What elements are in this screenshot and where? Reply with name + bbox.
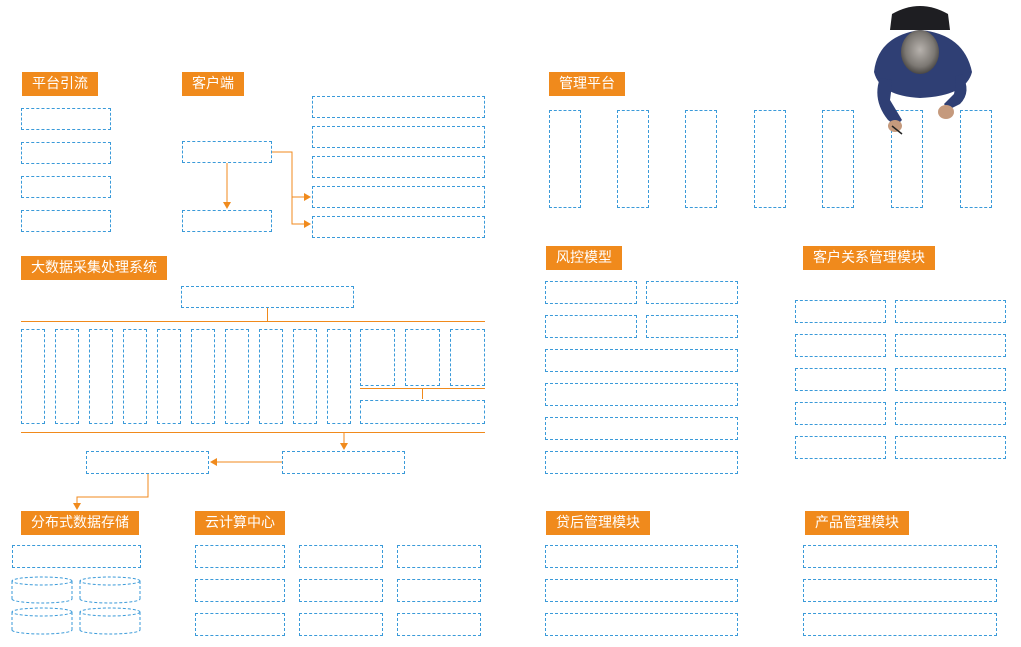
database-cylinder-icon [79,576,141,604]
crm-box [895,402,1006,425]
big-data-group-box [405,329,440,386]
client-connectors [223,151,311,228]
platform-traffic-box [21,108,111,130]
cloud-box [397,613,481,636]
risk-model-box [646,281,738,304]
client-box [182,141,272,163]
client-output-box [312,156,485,178]
crm-box [795,368,886,391]
big-data-column-box [55,329,79,424]
platform-traffic-box [21,210,111,232]
big-data-bottom-rule [21,432,485,433]
management-column-box [960,110,992,208]
crm-box [895,334,1006,357]
risk-model-wide-box [545,383,738,406]
big-data-top-rule [21,321,485,322]
big-data-connector [267,308,268,321]
big-data-merge-box [360,400,485,424]
cloud-box [299,613,383,636]
cloud-box [195,613,285,636]
section-label-cloud-center: 云计算中心 [195,511,285,535]
big-data-output-box [282,451,405,474]
section-label-risk-model: 风控模型 [546,246,622,270]
management-column-box [685,110,717,208]
crm-box [795,436,886,459]
management-column-box [754,110,786,208]
big-data-column-box [225,329,249,424]
cloud-box [299,579,383,602]
crm-box [795,300,886,323]
big-data-column-box [157,329,181,424]
section-label-management-platform: 管理平台 [549,72,625,96]
client-output-box [312,126,485,148]
big-data-output-box [86,451,209,474]
section-label-client: 客户端 [182,72,244,96]
client-output-box [312,96,485,118]
post-loan-box [545,545,738,568]
cloud-box [195,579,285,602]
cloud-box [397,545,481,568]
platform-traffic-box [21,176,111,198]
big-data-column-box [123,329,147,424]
client-output-box [312,186,485,208]
section-label-distributed-storage: 分布式数据存储 [21,511,139,535]
management-column-box [822,110,854,208]
client-box [182,210,272,232]
risk-model-wide-box [545,417,738,440]
database-cylinder-icon [11,576,73,604]
risk-model-box [646,315,738,338]
section-label-big-data: 大数据采集处理系统 [21,256,167,280]
crm-box [895,368,1006,391]
management-column-box [549,110,581,208]
post-loan-box [545,613,738,636]
big-data-column-box [191,329,215,424]
big-data-group-box [360,329,395,386]
section-label-product: 产品管理模块 [805,511,909,535]
risk-model-wide-box [545,349,738,372]
database-cylinder-icon [79,607,141,635]
storage-cylinders [11,576,141,635]
client-output-box [312,216,485,238]
platform-traffic-box [21,142,111,164]
management-column-box [891,110,923,208]
person-at-desk-illustration [874,6,972,135]
cloud-box [299,545,383,568]
big-data-column-box [293,329,317,424]
crm-box [795,334,886,357]
management-column-box [617,110,649,208]
product-box [803,613,997,636]
database-cylinder-icon [11,607,73,635]
risk-model-box [545,315,637,338]
section-label-platform-traffic: 平台引流 [22,72,98,96]
big-data-group-box [450,329,485,386]
risk-model-wide-box [545,451,738,474]
storage-box [12,545,141,568]
section-label-post-loan: 贷后管理模块 [546,511,650,535]
post-loan-box [545,579,738,602]
big-data-column-box [259,329,283,424]
big-data-column-box [21,329,45,424]
cloud-box [195,545,285,568]
product-box [803,545,997,568]
big-data-connectors [73,432,348,510]
big-data-column-box [327,329,351,424]
big-data-group-connector [422,388,423,399]
section-label-crm: 客户关系管理模块 [803,246,935,270]
product-box [803,579,997,602]
cloud-box [397,579,481,602]
big-data-column-box [89,329,113,424]
big-data-top-box [181,286,354,308]
crm-box [795,402,886,425]
crm-box [895,436,1006,459]
crm-box [895,300,1006,323]
risk-model-box [545,281,637,304]
